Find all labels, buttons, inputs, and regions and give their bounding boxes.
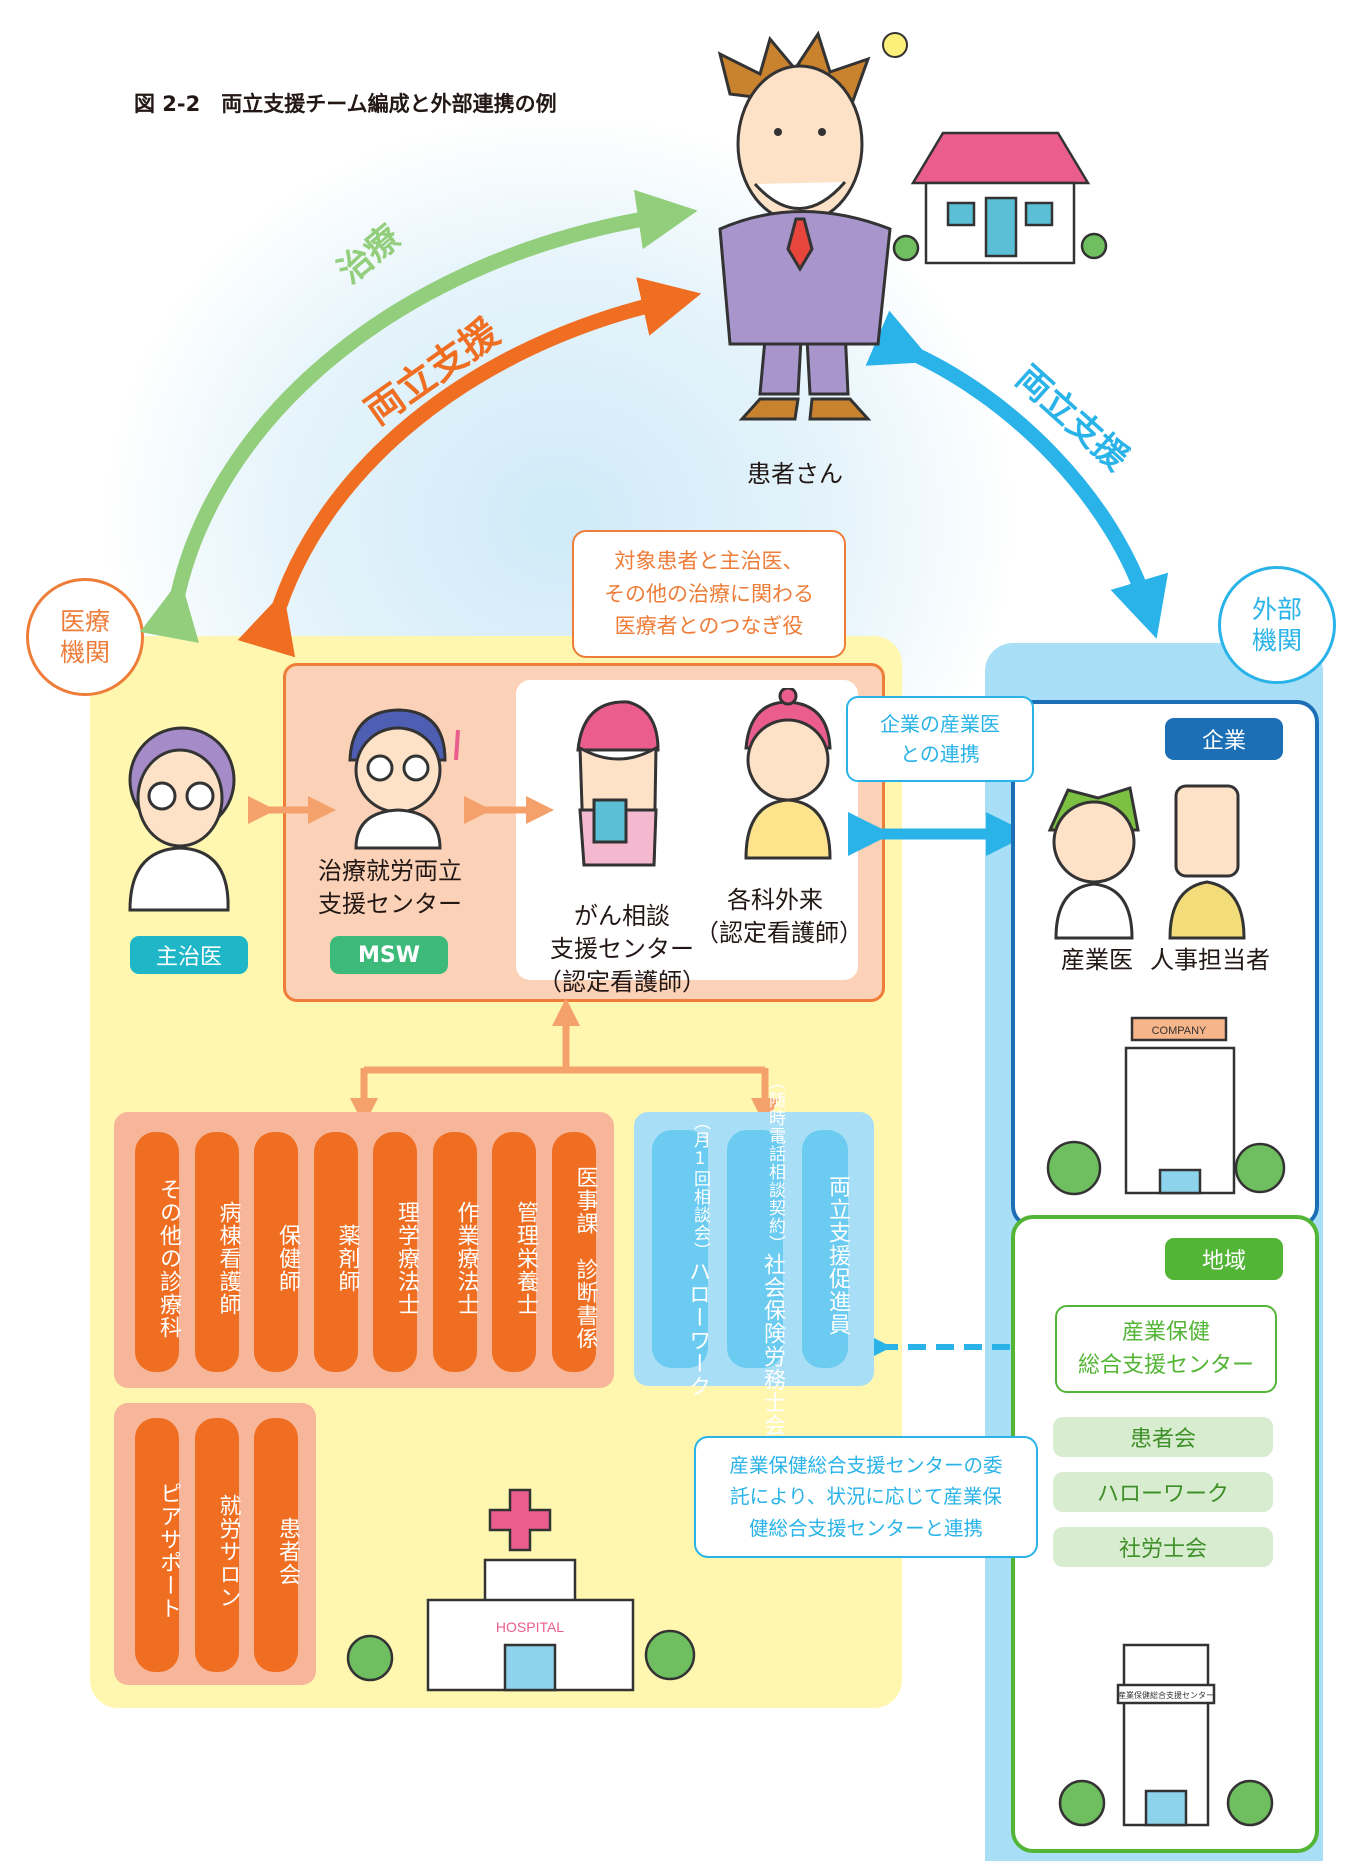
company-sign: COMPANY — [1152, 1025, 1207, 1037]
hr-staff-label: 人事担当者 — [1150, 946, 1270, 974]
company-people-illustration — [1047, 784, 1246, 940]
sanpo-callout: 産業保健総合支援センターの委 託により、状況に応じて産業保 健総合支援センターと… — [694, 1436, 1038, 1558]
support-left-arrow — [237, 277, 702, 658]
kakka-nurse-illustration — [744, 688, 832, 860]
staff-box — [114, 1112, 614, 1388]
house-icon — [892, 131, 1108, 265]
external-support-pill: 社会保険労務士会（随時電話相談契約） — [727, 1073, 785, 1437]
msw-illustration — [348, 708, 460, 850]
msw-tag: MSW — [330, 936, 448, 974]
sangyoi-label: 産業医 — [1061, 946, 1133, 974]
sanpo-center-box: 産業保健 総合支援センター — [1055, 1305, 1277, 1393]
support-sub-text: （月1回相談会） — [690, 1112, 710, 1260]
support-right-arrow — [865, 310, 1169, 639]
gan-consult-label: がん相談 支援センター （認定看護師） — [538, 902, 706, 997]
staff-role-pill: その他の診療科 — [135, 1132, 181, 1372]
company-building-illustration: COMPANY — [1046, 1016, 1286, 1196]
external-institution-label: 外部 機関 — [1218, 566, 1336, 684]
staff-role-pill: 作業療法士 — [432, 1132, 479, 1372]
sun-icon — [882, 32, 908, 58]
region-item-sharoushi: 社労士会 — [1053, 1527, 1273, 1567]
sanpo-sign: 産業保健総合支援センター — [1118, 1690, 1214, 1700]
region-item-patient-group: 患者会 — [1053, 1417, 1273, 1457]
region-item-hellowork: ハローワーク — [1053, 1472, 1273, 1512]
peer-support-pill: 患者会 — [254, 1418, 300, 1672]
staff-role-pill: 保健師 — [254, 1132, 300, 1372]
gan-nurse-illustration — [576, 700, 660, 867]
hospital-sign: HOSPITAL — [496, 1619, 564, 1635]
staff-role-pill: 医事課 診断書係 — [551, 1132, 598, 1372]
external-support-pill: 両立支援促進員 — [802, 1130, 850, 1368]
staff-role-pill: 薬剤師 — [313, 1132, 360, 1372]
kakka-outpatient-label: 各科外来 （認定看護師） — [695, 886, 863, 948]
msw-label: 治療就労両立 支援センター — [318, 857, 462, 919]
support-sub-text: （随時電話相談契約） — [765, 1073, 785, 1253]
patient-illustration — [717, 30, 892, 421]
chief-doctor-tag: 主治医 — [130, 936, 248, 974]
patient-label: 患者さん — [747, 460, 843, 488]
support-main-text: ハローワーク — [685, 1259, 710, 1398]
hospital-illustration: HOSPITAL — [346, 1488, 696, 1692]
liaison-callout: 対象患者と主治医、 その他の治療に関わる 医療者とのつなぎ役 — [572, 530, 846, 658]
company-liaison-callout: 企業の産業医 との連携 — [846, 696, 1034, 782]
region-tag: 地域 — [1165, 1238, 1283, 1280]
company-tag: 企業 — [1165, 718, 1283, 760]
peer-support-pill: 就労サロン — [194, 1418, 241, 1672]
staff-role-pill: 管理栄養士 — [492, 1132, 538, 1372]
medical-institution-label: 医療 機関 — [26, 578, 144, 696]
peer-support-pill: ピアサポート — [135, 1418, 181, 1672]
support-main-text: 社会保険労務士会 — [760, 1253, 785, 1437]
sanpo-building-illustration: 産業保健総合支援センター — [1058, 1643, 1274, 1827]
staff-role-pill: 病棟看護師 — [194, 1132, 241, 1372]
figure-title: 図 2-2 両立支援チーム編成と外部連携の例 — [134, 92, 557, 116]
external-support-pill: ハローワーク（月1回相談会） — [652, 1113, 710, 1398]
chief-doctor-illustration — [128, 726, 236, 912]
staff-role-pill: 理学療法士 — [373, 1132, 419, 1372]
support-main-text: 両立支援促進員 — [825, 1174, 850, 1336]
